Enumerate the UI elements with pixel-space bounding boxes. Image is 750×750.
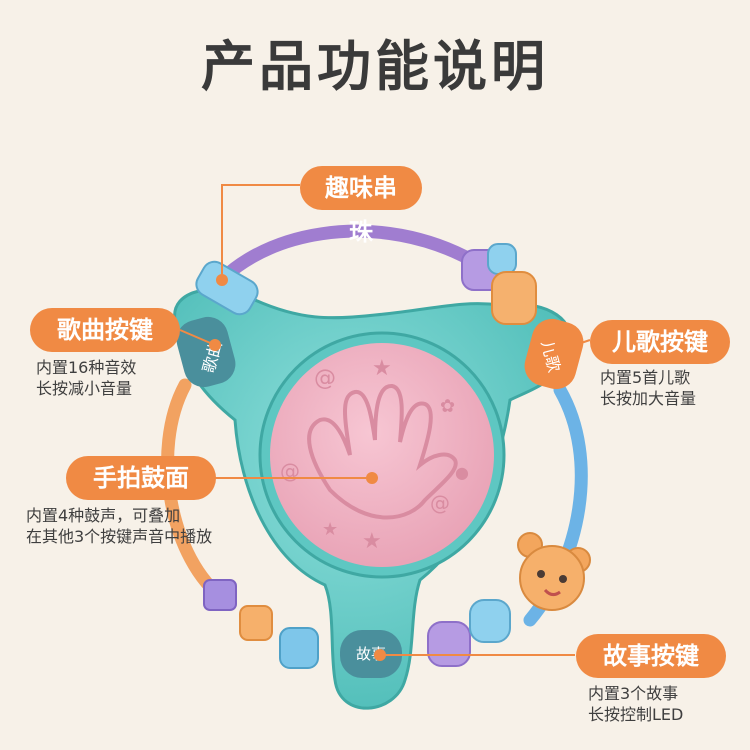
- bear-eye-right: [559, 575, 567, 583]
- bear-mouth: [543, 588, 561, 597]
- leader-beads: [221, 184, 300, 280]
- feature-story-label: 故事按键: [576, 634, 726, 678]
- feature-beads-label: 趣味串珠: [300, 166, 422, 246]
- bead-left-3: [279, 627, 319, 669]
- drum-star-4: ★: [362, 529, 382, 554]
- bead-right-blue: [469, 599, 511, 643]
- feature-rhyme-label: 儿歌按键: [590, 320, 730, 364]
- drum-star-1: ★: [372, 356, 392, 381]
- feature-song-label: 歌曲按键: [30, 308, 180, 352]
- story-button-shape: [340, 630, 402, 678]
- feature-story-desc: 内置3个故事 长按控制LED: [588, 684, 684, 724]
- hand-print: [307, 384, 458, 520]
- drum-star-2: ✿: [440, 396, 455, 417]
- drum-star-3: ★: [322, 519, 338, 540]
- bead-left-1: [203, 579, 237, 611]
- drum-swirl-3: @: [430, 491, 450, 515]
- feature-drum-desc: 内置4种鼓声，可叠加 在其他3个按键声音中播放: [26, 506, 213, 546]
- bead-top-right-blue: [487, 243, 517, 275]
- feature-rhyme-desc: 内置5首儿歌 长按加大音量: [600, 368, 697, 408]
- drum-surface: [270, 343, 494, 567]
- drum-swirl-4: ●: [455, 463, 469, 482]
- rhyme-button-shape: [524, 318, 584, 390]
- drum-swirl-2: @: [280, 459, 300, 483]
- feature-drum-label: 手拍鼓面: [66, 456, 216, 500]
- leader-song: [179, 329, 216, 346]
- drum-swirl-1: @: [314, 366, 336, 391]
- page-title: 产品功能说明: [201, 35, 549, 98]
- bead-top-left: [195, 260, 259, 316]
- bear-eye-left: [537, 570, 545, 578]
- bead-top-right-orange: [491, 271, 537, 325]
- bead-right-purple: [427, 621, 471, 667]
- bear-head: [519, 545, 585, 611]
- bead-left-2: [239, 605, 273, 641]
- feature-song-desc: 内置16种音效 长按减小音量: [36, 358, 137, 398]
